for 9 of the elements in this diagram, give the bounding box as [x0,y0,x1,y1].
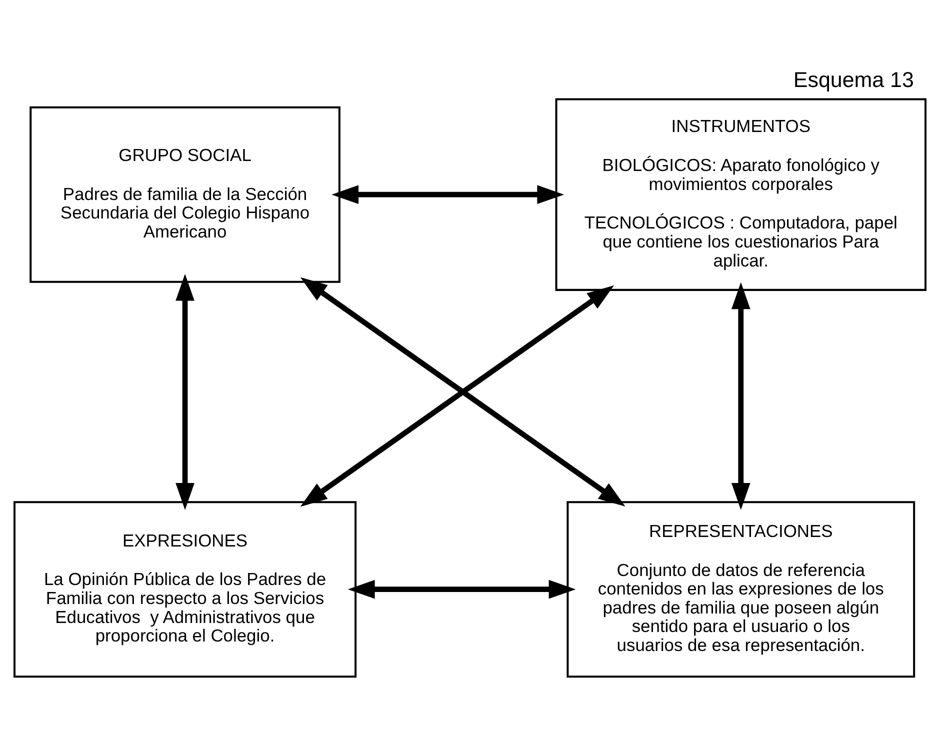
node-box: GRUPO SOCIAL Padres de familia de la Sección Secundaria del Colegio Hispano Americano [29,106,340,282]
arrow [347,579,576,598]
diagram-title: Esquema 13 [792,67,914,92]
node-box: INSTRUMENTOS BIOLÓGICOS: Aparato fonológico y movimientos corporales TECNOLÓGICOS : Computadora, papel que contiene los cuestionarios Para aplicar. [554,98,926,290]
node-box: EXPRESIONES La Opinión Pública de los Padres de Familia con respecto a los Servicios Educativos y Administrativos que proporciona el Colegio. [13,500,356,678]
arrow [175,273,194,510]
node-box: REPRESENTACIONES Conjunto de datos de referencia contenidos en las expresiones de los padres de familia que poseen algún sentido para el usuario o los usuarios de esa representación. [566,500,915,678]
arrow [730,282,750,510]
arrow [331,184,564,204]
